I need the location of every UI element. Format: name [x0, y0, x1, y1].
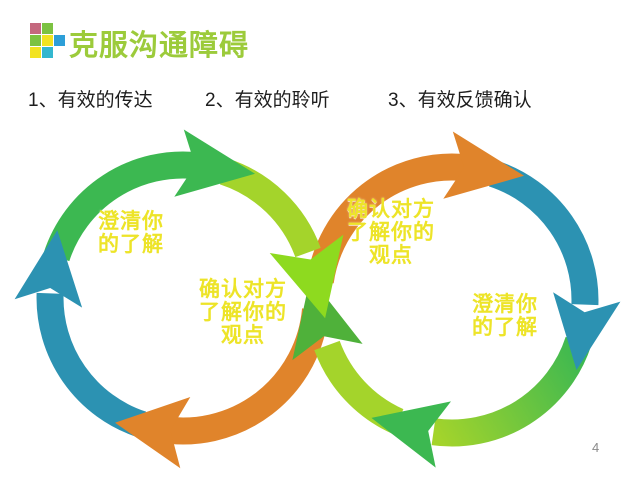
- cycle-arc: [488, 160, 599, 306]
- icon-cell-4: [42, 35, 53, 46]
- cycle-arc: [431, 336, 592, 447]
- cycle-arrowhead: [371, 401, 451, 468]
- list-item-3: 3、有效反馈确认: [388, 90, 532, 111]
- page-number: 4: [592, 440, 600, 455]
- cycle-arc: [36, 292, 147, 438]
- icon-cell-3: [30, 35, 41, 46]
- label-clarify-your-understanding-left: 澄清你 的了解: [98, 210, 164, 257]
- cycle-arc: [219, 158, 321, 258]
- cycle-arrowhead: [443, 131, 524, 199]
- icon-cell-6: [30, 47, 41, 58]
- cycle-arc: [314, 340, 404, 434]
- icon-cell-5: [54, 35, 65, 46]
- list-item-1: 1、有效的传达: [28, 90, 153, 111]
- icon-cell-7: [42, 47, 53, 58]
- cycle-arrowhead: [553, 292, 621, 370]
- list-item-2: 2、有效的聆听: [205, 90, 330, 111]
- cycle-arrowhead: [269, 234, 344, 319]
- label-confirm-their-understanding-left: 确认对方 了解你的 观点: [199, 278, 287, 348]
- label-confirm-their-understanding-right: 确认对方 了解你的 观点: [347, 198, 435, 268]
- label-clarify-your-understanding-right: 澄清你 的了解: [472, 293, 538, 340]
- title-grid-icon: [30, 23, 67, 60]
- slide-title: 克服沟通障碍: [69, 30, 250, 62]
- icon-cell-1: [42, 23, 53, 34]
- cycle-arrowhead: [174, 129, 255, 197]
- cycle-arrowhead: [14, 230, 83, 308]
- icon-cell-0: [30, 23, 41, 34]
- cycle-arc: [43, 151, 199, 262]
- cycle-arrowhead: [115, 397, 191, 469]
